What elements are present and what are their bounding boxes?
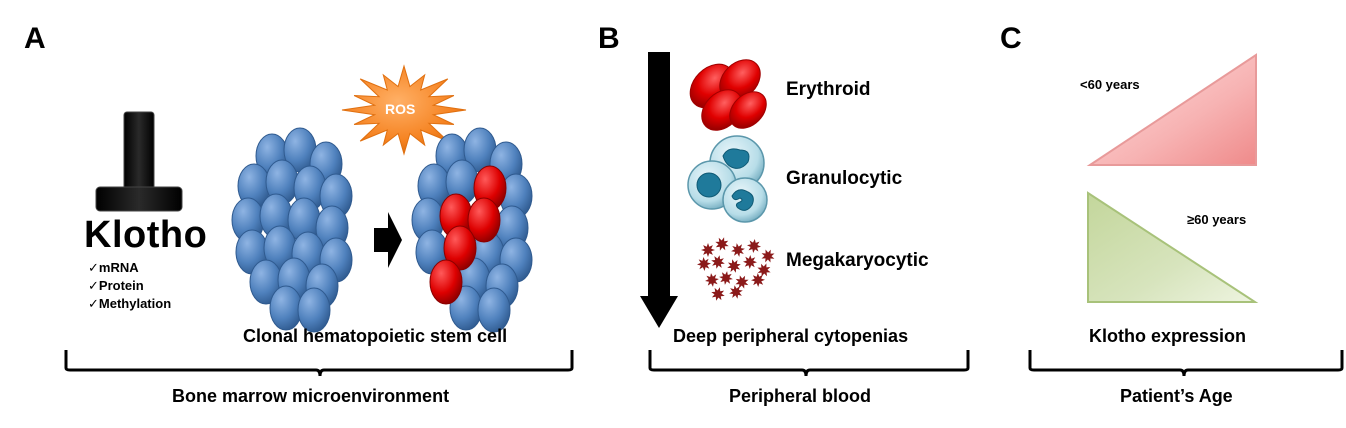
erythroid-cells-icon [689, 59, 767, 131]
platelet [711, 287, 725, 301]
peripheral-blood-brace [648, 350, 970, 377]
checkmark-icon: ✓ [88, 296, 99, 311]
megakaryocytic-label: Megakaryocytic [786, 250, 929, 271]
cytopenias-label: Deep peripheral cytopenias [673, 326, 909, 346]
young-expression-triangle [1086, 53, 1257, 166]
bone-marrow-brace [64, 350, 574, 377]
platelet [761, 249, 775, 263]
clonal-cell-label: Clonal hematopoietic stem cell [243, 326, 508, 346]
clonal-cell [429, 259, 463, 305]
panel-a-letter: A [24, 22, 46, 55]
platelet [731, 243, 745, 257]
young-age-label: <60 years [1080, 77, 1140, 92]
granulocytic-label: Granulocytic [786, 168, 903, 189]
cytopenia-arrow-icon [640, 52, 678, 328]
check-label: mRNA [98, 260, 139, 275]
peripheral-blood-label: Peripheral blood [729, 386, 872, 406]
bone-marrow-label: Bone marrow microenvironment [172, 386, 450, 406]
megakaryocytic-cells-icon [697, 237, 775, 301]
granulocytic-cells-icon [687, 135, 768, 223]
normal-stem-cell-cluster [231, 127, 353, 333]
ros-burst-icon [341, 64, 467, 156]
check-item-protein: ✓Protein [88, 277, 171, 295]
platelet [715, 237, 729, 251]
platelet [697, 257, 711, 271]
patient-age-brace [1028, 350, 1344, 377]
klotho-expression-label: Klotho expression [1089, 326, 1247, 346]
platelet [735, 275, 749, 289]
platelet [705, 273, 719, 287]
check-item-mrna: ✓mRNA [88, 259, 171, 277]
checkmark-icon: ✓ [88, 278, 99, 293]
transition-arrow-icon [374, 212, 402, 268]
platelet [743, 255, 757, 269]
platelet [701, 243, 715, 257]
platelet [711, 255, 725, 269]
old-expression-triangle [1087, 191, 1259, 303]
check-label: Methylation [98, 296, 172, 311]
stem-cell [297, 287, 331, 333]
platelet [727, 259, 741, 273]
ros-label: ROS [385, 101, 416, 117]
klotho-label: Klotho [84, 214, 208, 256]
panel-c-letter: C [1000, 22, 1022, 55]
platelet [757, 263, 771, 277]
check-item-methylation: ✓Methylation [88, 295, 171, 313]
platelet [747, 239, 761, 253]
checkmark-icon: ✓ [88, 260, 99, 275]
patient-age-label: Patient’s Age [1120, 386, 1233, 406]
erythroid-label: Erythroid [786, 79, 871, 100]
inhibition-symbol [95, 111, 183, 212]
clonal-stem-cell-cluster [411, 127, 533, 333]
platelet [729, 285, 743, 299]
check-label: Protein [98, 278, 144, 293]
platelet [751, 273, 765, 287]
stem-cell [477, 287, 511, 333]
clonal-cell [467, 197, 501, 243]
panel-b-letter: B [598, 22, 620, 55]
platelet [719, 271, 733, 285]
old-age-label: ≥60 years [1187, 212, 1247, 227]
stem-cell [269, 285, 303, 331]
measurement-checklist: ✓mRNA ✓Protein ✓Methylation [88, 259, 171, 313]
